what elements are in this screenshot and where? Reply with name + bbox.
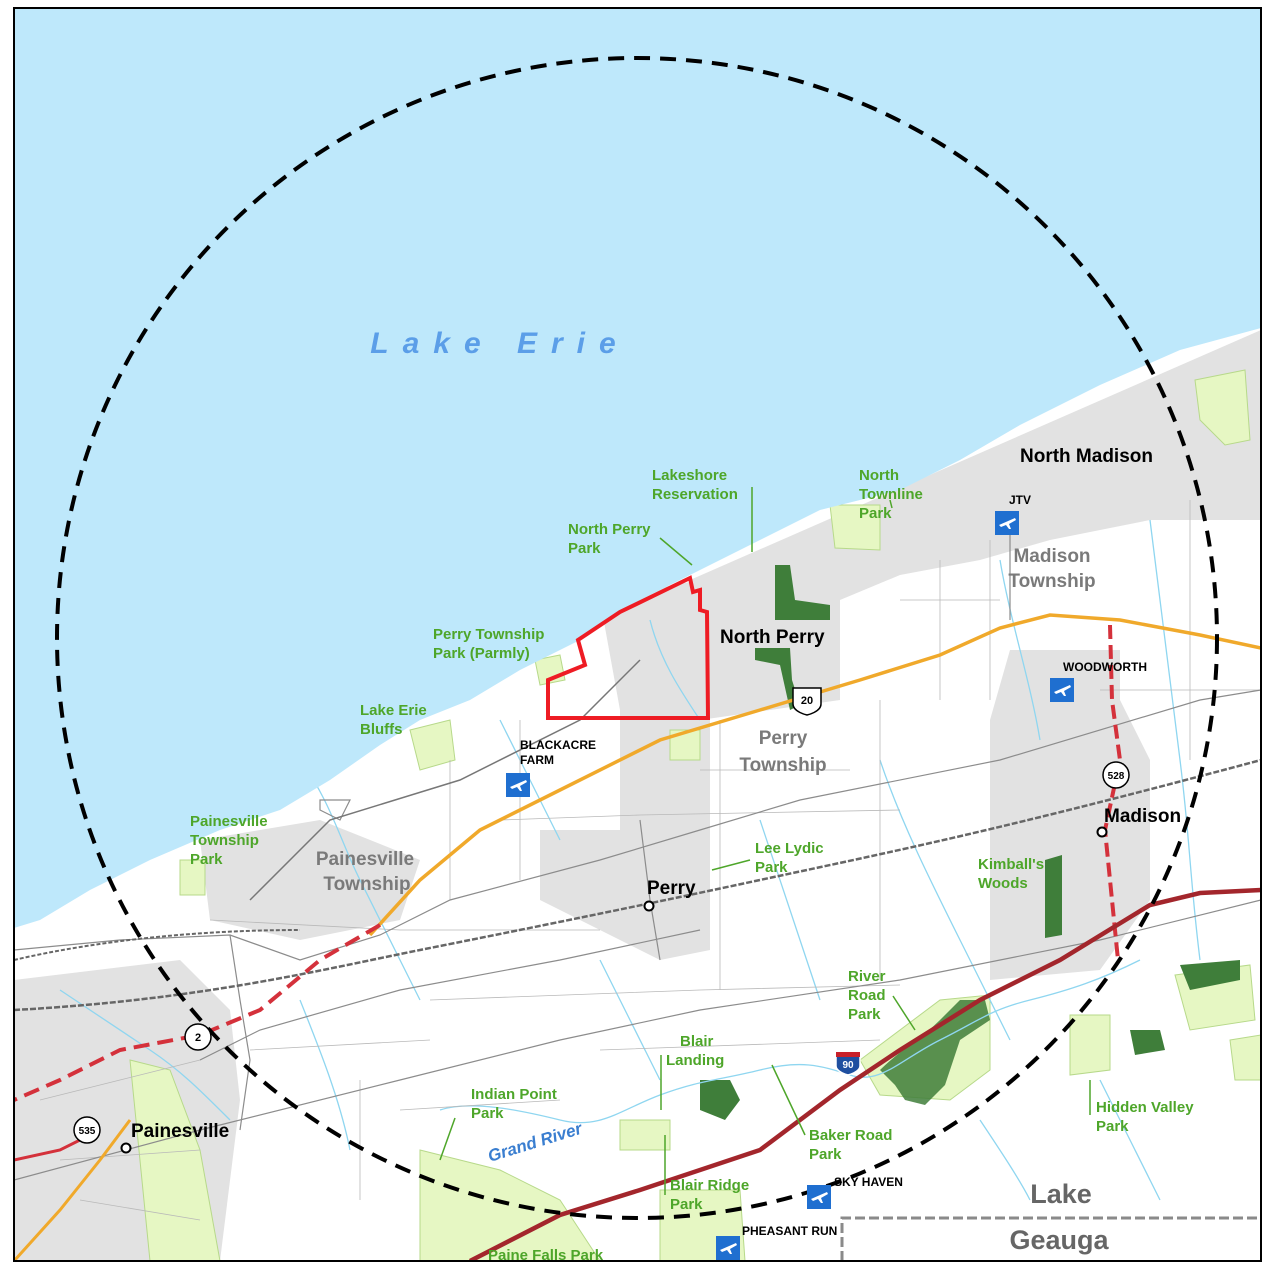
lake-erie-bluffs-label-2: Bluffs bbox=[360, 721, 403, 738]
route-20-shield: 20 bbox=[792, 687, 822, 716]
painesville-label: Painesville bbox=[131, 1121, 229, 1142]
madison-label: Madison bbox=[1104, 806, 1181, 827]
north-perry-park-label-2: Park bbox=[568, 540, 601, 557]
airport-blackacre-icon bbox=[506, 773, 530, 797]
airport-woodworth-icon bbox=[1050, 678, 1074, 702]
parks bbox=[129, 369, 1261, 1261]
geauga-county-label: Geauga bbox=[1009, 1225, 1109, 1255]
airport-jtv-icon bbox=[995, 511, 1019, 535]
jtv-label: JTV bbox=[1009, 493, 1031, 507]
blair-ridge-label-1: Blair Ridge bbox=[670, 1177, 749, 1194]
paine-falls-label: Paine Falls Park bbox=[488, 1247, 604, 1264]
perry-dot bbox=[643, 900, 655, 912]
river-road-label-2: Road bbox=[848, 987, 886, 1004]
main-roads bbox=[14, 530, 1261, 1181]
route-528-label: 528 bbox=[1108, 771, 1125, 782]
painesville-twp-label-1: Painesville bbox=[316, 849, 414, 870]
route-535-label: 535 bbox=[79, 1126, 96, 1137]
state-route-528 bbox=[1102, 624, 1123, 961]
perry-twp-label-2: Township bbox=[739, 755, 826, 776]
north-perry-label: North Perry bbox=[720, 627, 825, 648]
lakeshore-label-1: Lakeshore bbox=[652, 467, 727, 484]
painesville-twp-label-2: Township bbox=[323, 874, 410, 895]
airport-pheasant-run-icon bbox=[716, 1236, 740, 1260]
perry-label: Perry bbox=[647, 878, 696, 899]
lake-county-label: Lake bbox=[1030, 1179, 1092, 1209]
perry-twp-park-label-1: Perry Township bbox=[433, 626, 544, 643]
leader-lines bbox=[439, 487, 1091, 1195]
us-route-20 bbox=[368, 613, 1261, 937]
indian-point-label-1: Indian Point bbox=[471, 1086, 557, 1103]
interstate-90 bbox=[468, 887, 1261, 1261]
lee-lydic-label-1: Lee Lydic bbox=[755, 840, 824, 857]
perry-twp-park-label-2: Park (Parmly) bbox=[433, 645, 530, 662]
north-townline-label-3: Park bbox=[859, 505, 892, 522]
painesville-dot bbox=[120, 1142, 132, 1154]
painesville-twp-park-label-3: Park bbox=[190, 851, 223, 868]
blair-landing-label-1: Blair bbox=[680, 1033, 714, 1050]
blackacre-label-2: FARM bbox=[520, 753, 554, 767]
interstate-90-shield: 90 bbox=[835, 1051, 861, 1076]
radius-circle bbox=[55, 56, 1219, 1220]
sky-haven-label: SKY HAVEN bbox=[834, 1175, 903, 1189]
map-frame bbox=[13, 7, 1262, 1262]
blackacre-label-1: BLACKACRE bbox=[520, 738, 596, 752]
painesville-twp-park-label-2: Township bbox=[190, 832, 259, 849]
interstate-90-label: 90 bbox=[842, 1060, 854, 1071]
lake-erie-label: Lake Erie bbox=[370, 327, 629, 360]
madison-twp-label-2: Township bbox=[1008, 571, 1095, 592]
state-route-2 bbox=[14, 923, 382, 1102]
madison-twp-label-1: Madison bbox=[1013, 546, 1090, 567]
woodworth-label: WOODWORTH bbox=[1063, 660, 1147, 674]
blair-ridge-label-2: Park bbox=[670, 1196, 703, 1213]
hidden-valley-label-2: Park bbox=[1096, 1118, 1129, 1135]
route-20-label: 20 bbox=[801, 695, 813, 707]
north-townline-label-1: North bbox=[859, 467, 899, 484]
route-535-shield: 535 bbox=[73, 1116, 101, 1144]
river-road-label-1: River bbox=[848, 968, 886, 985]
baker-road-label-2: Park bbox=[809, 1146, 842, 1163]
minor-roads bbox=[39, 500, 1261, 1221]
baker-road-label-1: Baker Road bbox=[809, 1127, 892, 1144]
hidden-valley-label-1: Hidden Valley bbox=[1096, 1099, 1194, 1116]
painesville-twp-park-label-1: Painesville bbox=[190, 813, 268, 830]
river-road-label-3: Park bbox=[848, 1006, 881, 1023]
airport-sky-haven-icon bbox=[807, 1185, 831, 1209]
blair-landing-label-2: Landing bbox=[666, 1052, 724, 1069]
lee-lydic-label-2: Park bbox=[755, 859, 788, 876]
site-boundary bbox=[546, 575, 711, 720]
us-route-20-south bbox=[14, 1119, 132, 1261]
county-boundary bbox=[840, 1216, 1261, 1261]
perry-twp-label-1: Perry bbox=[759, 728, 808, 749]
madison-dot bbox=[1096, 826, 1108, 838]
indian-point-label-2: Park bbox=[471, 1105, 504, 1122]
pheasant-run-label: PHEASANT RUN bbox=[742, 1224, 837, 1238]
lake-erie bbox=[14, 8, 1261, 928]
route-2-label: 2 bbox=[195, 1032, 201, 1044]
lake-erie-bluffs-label-1: Lake Erie bbox=[360, 702, 427, 719]
route-528-shield: 528 bbox=[1102, 761, 1130, 789]
lakeshore-label-2: Reservation bbox=[652, 486, 738, 503]
north-madison-label: North Madison bbox=[1020, 446, 1153, 467]
kimballs-label-2: Woods bbox=[978, 875, 1028, 892]
kimballs-label-1: Kimball's bbox=[978, 856, 1044, 873]
north-townline-label-2: Townline bbox=[859, 486, 923, 503]
route-2-shield: 2 bbox=[184, 1023, 212, 1051]
north-perry-park-label-1: North Perry bbox=[568, 521, 651, 538]
